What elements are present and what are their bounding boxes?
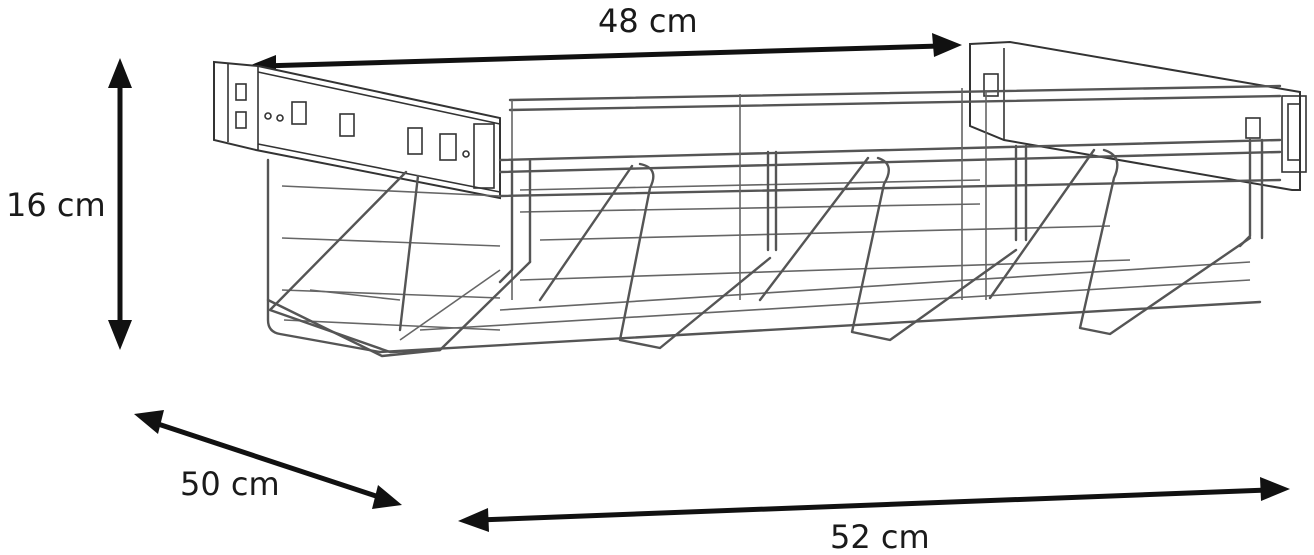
wire-basket	[213, 40, 1307, 358]
divider-4	[988, 148, 1252, 336]
depth-label: 50 cm	[180, 465, 280, 503]
right-slide-rail	[969, 40, 1307, 191]
divider-1	[268, 170, 532, 354]
height-arrow	[108, 58, 132, 350]
depth-arrow	[134, 410, 402, 509]
width-bottom-arrow	[458, 477, 1290, 532]
height-label: 16 cm	[6, 186, 106, 224]
left-slide-rail	[213, 60, 501, 200]
divider-2	[538, 162, 772, 350]
width-top-label: 48 cm	[598, 2, 698, 40]
width-bottom-label: 52 cm	[830, 518, 930, 555]
divider-3	[758, 156, 1018, 342]
